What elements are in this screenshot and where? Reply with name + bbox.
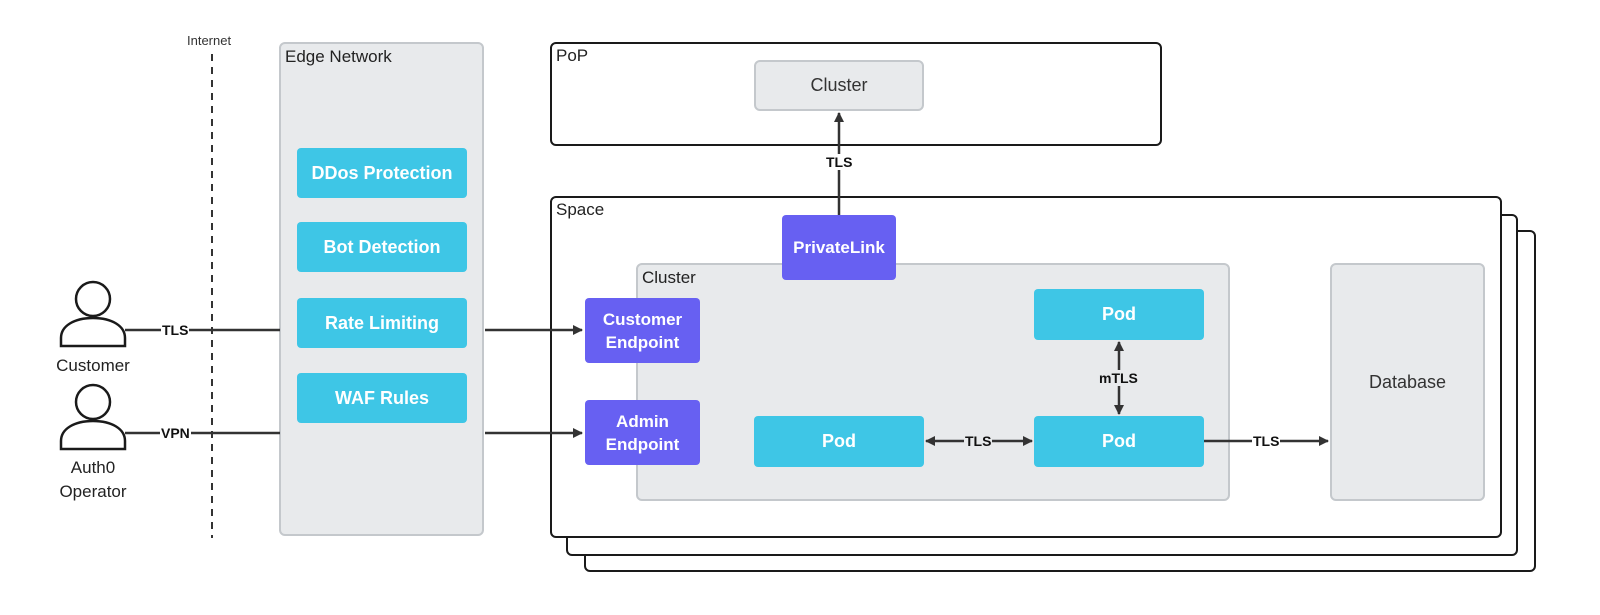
pod-tls-label: TLS [964, 433, 993, 449]
customer-label: Customer [56, 356, 130, 375]
customer-tls-label: TLS [161, 322, 190, 338]
database-tls-label: TLS [1252, 433, 1281, 449]
customer-endpoint-box: Customer Endpoint [585, 298, 700, 363]
database-box: Database [1330, 263, 1485, 501]
private-link-box: PrivateLink [782, 215, 896, 280]
privatelink-tls-label: TLS [825, 154, 854, 170]
customer-person-icon [59, 280, 127, 348]
pod-bottom-right: Pod [1034, 416, 1204, 467]
operator-label: Auth0 Operator [59, 458, 127, 501]
pop-cluster-box: Cluster [754, 60, 924, 111]
operator-person-icon [59, 383, 127, 451]
edge-network-title: Edge Network [285, 47, 392, 66]
pop-title: PoP [556, 46, 589, 65]
edge-item-ddos-protection: DDos Protection [297, 148, 467, 198]
pod-top-right: Pod [1034, 289, 1204, 340]
pod-bottom-left: Pod [754, 416, 924, 467]
edge-item-rate-limiting: Rate Limiting [297, 298, 467, 348]
edge-network-panel: Edge Network [279, 42, 484, 536]
admin-endpoint-box: Admin Endpoint [585, 400, 700, 465]
space-cluster-title: Cluster [642, 268, 696, 287]
internet-label: Internet [187, 33, 232, 48]
edge-item-waf-rules: WAF Rules [297, 373, 467, 423]
pod-mtls-label: mTLS [1098, 370, 1139, 386]
space-title: Space [556, 200, 605, 219]
operator-vpn-label: VPN [160, 425, 191, 441]
edge-item-bot-detection: Bot Detection [297, 222, 467, 272]
